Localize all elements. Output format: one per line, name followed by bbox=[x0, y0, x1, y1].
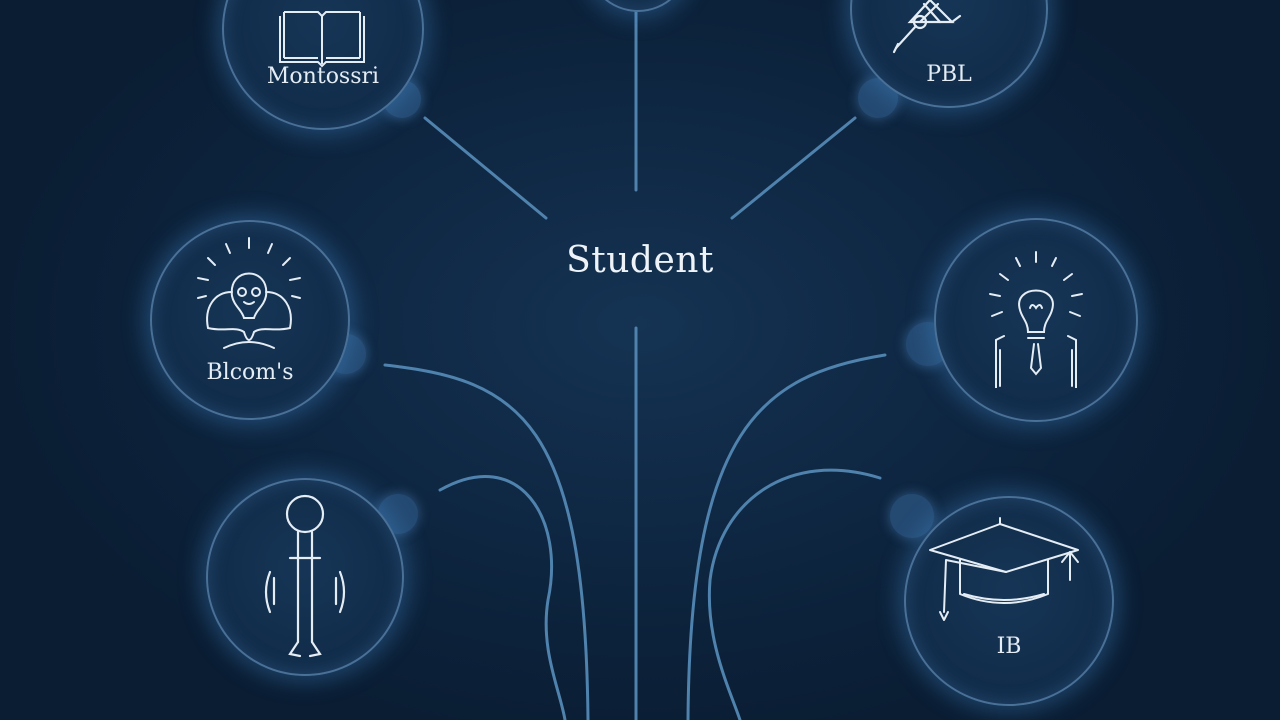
graduation-cap-icon bbox=[929, 517, 1079, 621]
node-stickfigure[interactable] bbox=[206, 478, 404, 676]
node-blooms[interactable]: Blcom's bbox=[150, 220, 350, 420]
connector-montessori bbox=[423, 116, 548, 220]
connector-stickfigure bbox=[438, 475, 567, 720]
connector-lightbulb bbox=[686, 353, 887, 720]
node-ib[interactable]: IB bbox=[904, 496, 1114, 706]
node-label-ib: IB bbox=[996, 634, 1022, 659]
stick-figure-icon bbox=[264, 494, 346, 658]
connector-pbl bbox=[730, 116, 857, 220]
node-label-montessori: Montossri bbox=[266, 64, 380, 89]
node-lightbulb[interactable] bbox=[934, 218, 1138, 422]
magnifier-structure-icon bbox=[892, 0, 962, 54]
node-knob bbox=[890, 494, 934, 538]
open-book-icon bbox=[279, 11, 365, 68]
mind-head-icon bbox=[197, 237, 301, 349]
connector-ib bbox=[707, 468, 882, 720]
node-label-blooms: Blcom's bbox=[206, 360, 294, 385]
center-label-student: Student bbox=[566, 240, 714, 281]
node-label-pbl: PBL bbox=[926, 62, 972, 87]
lightbulb-person-icon bbox=[989, 251, 1083, 388]
connector-blooms bbox=[383, 363, 590, 720]
